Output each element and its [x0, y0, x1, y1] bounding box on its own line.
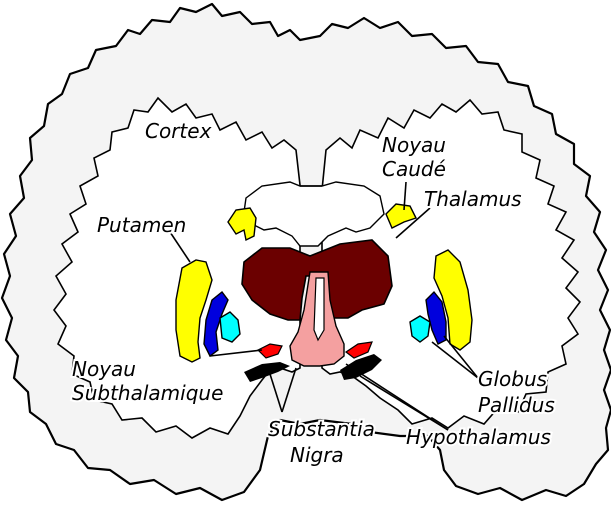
label-substantia-line1: Substantia	[268, 417, 375, 441]
label-noyau-caude-line2: Caudé	[382, 157, 446, 181]
third-ventricle	[314, 278, 324, 340]
label-hypothalamus: Hypothalamus	[406, 425, 551, 449]
label-globus-line1: Globus	[478, 367, 547, 391]
label-substantia-line2: Nigra	[290, 443, 344, 467]
label-cortex: Cortex	[145, 119, 212, 143]
label-noyau-subthalamique-line2: Subthalamique	[72, 381, 223, 405]
label-putamen: Putamen	[97, 213, 186, 237]
label-thalamus: Thalamus	[424, 187, 522, 211]
label-noyau-caude-line1: Noyau	[382, 133, 446, 157]
label-noyau-subthalamique-line1: Noyau	[72, 357, 136, 381]
label-globus-line2: Pallidus	[478, 393, 555, 417]
